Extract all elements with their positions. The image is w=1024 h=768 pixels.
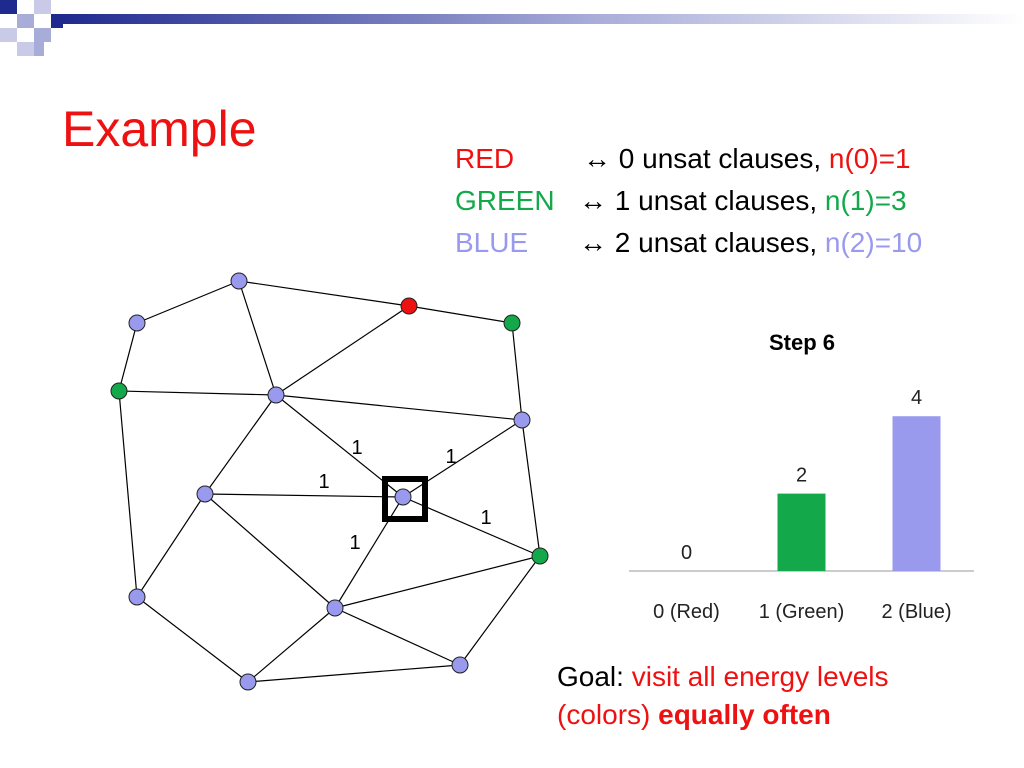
graph-edges xyxy=(118,280,541,683)
graph-edge xyxy=(402,419,523,498)
graph-node-blue[interactable] xyxy=(267,386,285,404)
goal-prefix: Goal: xyxy=(557,661,624,692)
graph-node-green[interactable] xyxy=(110,382,128,400)
legend-count: n(0)=1 xyxy=(828,143,911,174)
graph-edge xyxy=(408,305,513,324)
graph-node-blue[interactable] xyxy=(128,588,146,606)
graph-edge xyxy=(275,305,410,396)
graph-edge xyxy=(204,493,404,498)
graph-edge xyxy=(136,280,240,324)
bar-value-label: 0 xyxy=(681,542,692,564)
graph-edge xyxy=(238,280,277,396)
graph-node-green[interactable] xyxy=(503,314,521,332)
graph-node-red[interactable] xyxy=(400,297,418,315)
graph-edge xyxy=(136,596,249,683)
legend-count: n(1)=3 xyxy=(824,185,907,216)
chart-title: Step 6 xyxy=(768,330,836,355)
bar xyxy=(892,416,941,571)
graph-nodes xyxy=(110,272,549,691)
graph-node-blue[interactable] xyxy=(394,488,412,506)
graph-node-green[interactable] xyxy=(531,547,549,565)
graph-node-blue[interactable] xyxy=(451,656,469,674)
graph-edge xyxy=(521,419,541,557)
graph-edge xyxy=(275,394,523,421)
x-tick-label: 0 (Red) xyxy=(653,601,720,623)
bar xyxy=(777,493,826,571)
graph-edge xyxy=(334,555,541,609)
graph-edge xyxy=(511,322,523,421)
legend-count: n(2)=10 xyxy=(824,227,923,258)
x-tick-label: 2 (Blue) xyxy=(881,601,951,623)
graph-node-blue[interactable] xyxy=(196,485,214,503)
edge-weight-label: 1 xyxy=(349,532,360,554)
goal-line2: (colors) xyxy=(557,699,651,730)
bar-value-label: 4 xyxy=(911,387,922,409)
graph-edge xyxy=(118,390,277,396)
energy-histogram: 0 0 (Red) 2 1 (Green) 4 2 (Blue) xyxy=(629,387,974,623)
edge-weight-label: 1 xyxy=(445,446,456,468)
graph-edge xyxy=(118,322,138,392)
legend-text: 1 unsat clauses, xyxy=(614,185,818,216)
graph-edge xyxy=(459,555,541,666)
arrow-icon: ↔ xyxy=(583,143,611,174)
graph-node-blue[interactable] xyxy=(128,314,146,332)
graph-edge xyxy=(238,280,410,307)
bar-value-label: 2 xyxy=(796,465,807,487)
legend-color-name: RED xyxy=(455,143,515,174)
selected-node-marker[interactable] xyxy=(382,476,428,522)
goal-highlight: visit all energy levels xyxy=(631,661,889,692)
graph-edge xyxy=(204,493,336,609)
graph-edge xyxy=(204,394,277,495)
graph-node-blue[interactable] xyxy=(326,599,344,617)
x-tick-label: 1 (Green) xyxy=(759,601,845,623)
graph-node-blue[interactable] xyxy=(230,272,248,290)
graph-edge xyxy=(334,607,461,666)
goal-text: Goal: visit all energy levels (colors) e… xyxy=(557,658,889,734)
slide-title: Example xyxy=(62,101,257,157)
corner-decoration xyxy=(0,0,63,56)
arrow-icon: ↔ xyxy=(579,227,607,258)
graph-edge xyxy=(275,394,404,498)
legend-color-name: GREEN xyxy=(455,185,555,216)
graph-edge xyxy=(118,390,138,598)
edge-weight-label: 1 xyxy=(480,507,491,529)
legend-color-name: BLUE xyxy=(455,227,529,258)
graph-edge xyxy=(136,493,206,598)
edge-weight-label: 1 xyxy=(351,437,362,459)
legend-text: 2 unsat clauses, xyxy=(614,227,818,258)
graph-node-blue[interactable] xyxy=(513,411,531,429)
graph-edge xyxy=(247,607,336,683)
graph-node-blue[interactable] xyxy=(239,673,257,691)
goal-bold: equally often xyxy=(658,699,831,730)
edge-weight-label: 1 xyxy=(318,471,329,493)
graph-edge xyxy=(247,664,461,683)
graph-edge xyxy=(334,496,404,609)
header-bar xyxy=(63,14,1024,24)
arrow-icon: ↔ xyxy=(579,185,607,216)
legend-text: 0 unsat clauses, xyxy=(618,143,822,174)
